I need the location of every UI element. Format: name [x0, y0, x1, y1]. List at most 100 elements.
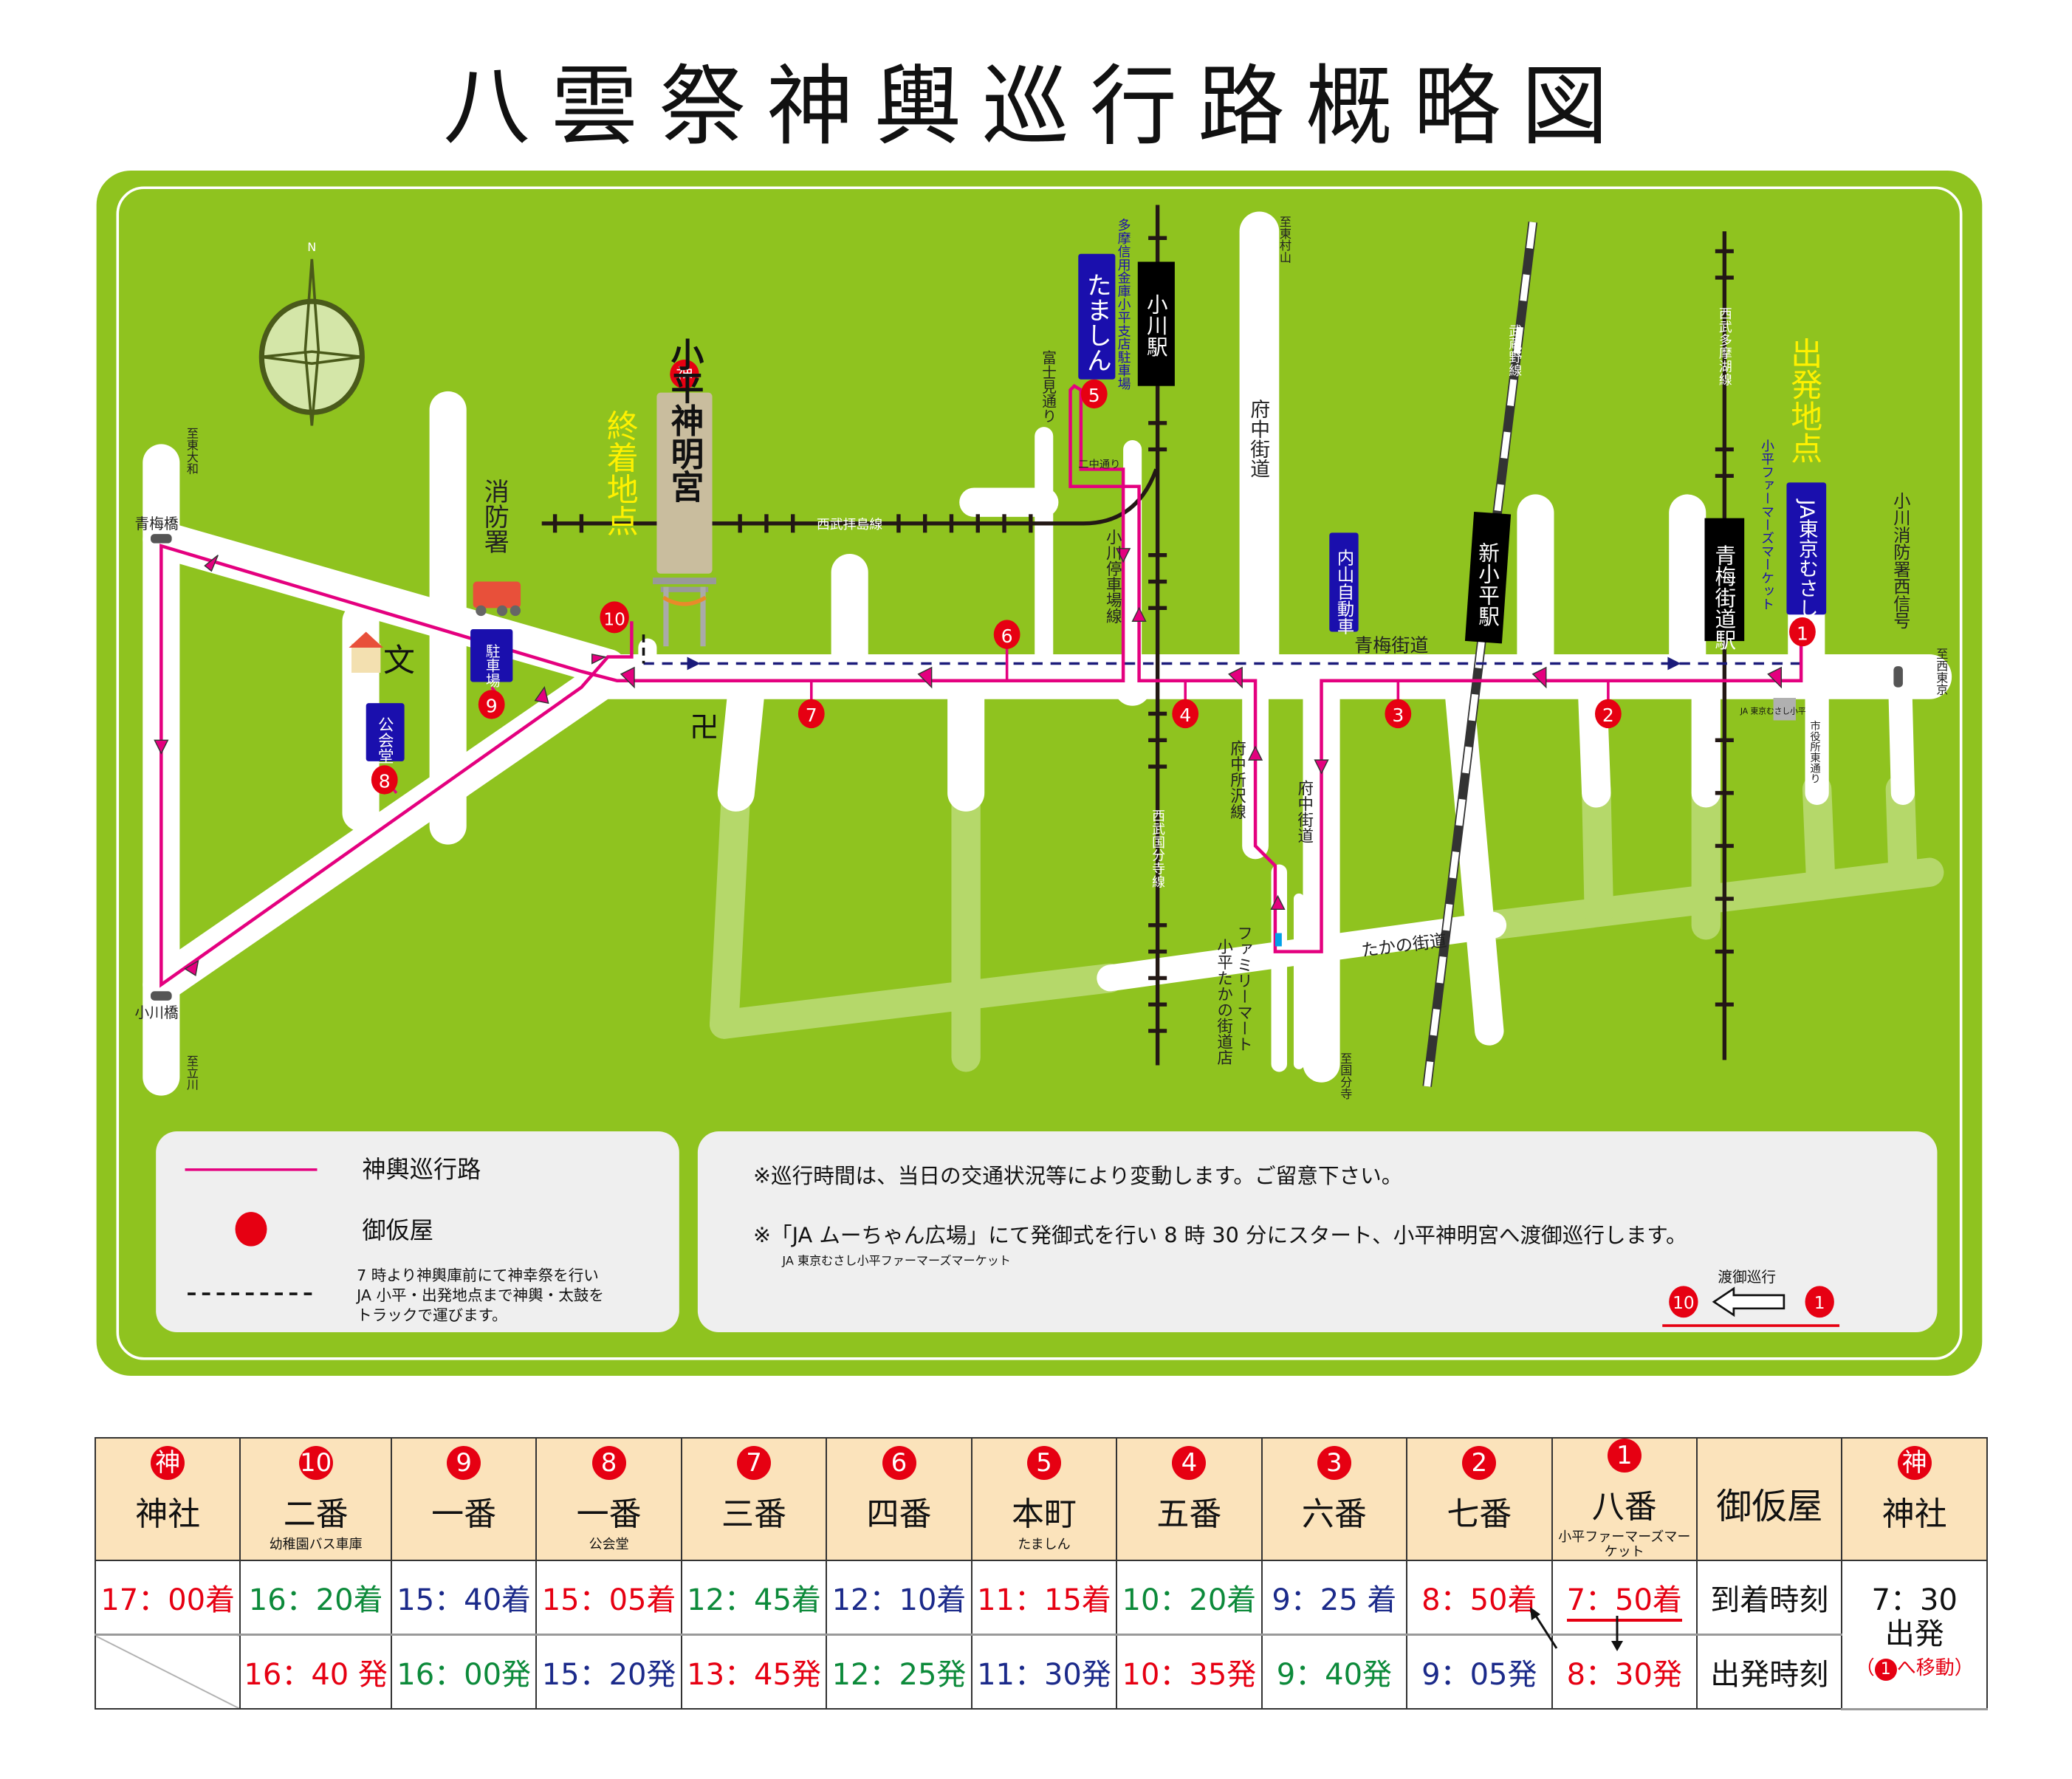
svg-text:5: 5	[1088, 385, 1100, 406]
parking-label[interactable]: 駐車場	[470, 628, 513, 688]
depart-cell: 8：30発	[1551, 1634, 1698, 1710]
svg-text:6: 6	[1001, 625, 1013, 647]
hall-label[interactable]: 公会堂	[366, 703, 405, 764]
arrive-label: 到着時刻	[1695, 1560, 1843, 1636]
arrive-time-underlined: 7：50着	[1566, 1583, 1682, 1622]
svg-text:3: 3	[1392, 705, 1404, 726]
ja-label[interactable]: JA東京むさし	[1786, 482, 1827, 618]
svg-text:至国分寺: 至国分寺	[1338, 1052, 1352, 1100]
stop-5[interactable]: 5	[1080, 379, 1108, 409]
stop-9[interactable]: 9	[478, 690, 505, 719]
tamashin-label[interactable]: たましん	[1078, 253, 1116, 380]
map-labels: 至東大和 至立川 至東村山 至西東京 至国分寺 青梅橋 小川橋 小川消防署西信号…	[135, 216, 1949, 1100]
svg-text:7: 7	[806, 705, 817, 726]
stop-3[interactable]: 3	[1385, 699, 1412, 729]
schedule-depart-row: 16：40 発 16：00発 15：20発 13：45発 12：25発 11：3…	[94, 1634, 1987, 1710]
legend-truck-note: 7 時より神輿庫前にて神幸祭を行い	[357, 1266, 599, 1284]
faded-roads	[709, 774, 1944, 1072]
svg-text:消防署: 消防署	[479, 479, 509, 554]
stop-6[interactable]: 6	[993, 620, 1020, 649]
depart-cell: 11：30発	[970, 1634, 1118, 1710]
musashino-line-stripes	[1424, 222, 1537, 1087]
arrive-cell: 9：25 着	[1260, 1560, 1408, 1636]
arrive-cell: 8：50着	[1406, 1560, 1553, 1636]
arrow-left-icon	[1712, 1286, 1785, 1317]
stop-1[interactable]: 1	[1789, 617, 1816, 647]
svg-text:10: 10	[1673, 1293, 1695, 1313]
note-line-2-sub: JA 東京むさし小平ファーマーズマーケット	[781, 1254, 1010, 1268]
svg-text:富士見通り: 富士見通り	[1040, 350, 1057, 422]
stop-8[interactable]: 8	[371, 765, 398, 795]
arrive-cell: 15：40着	[390, 1560, 538, 1636]
svg-text:小川橋: 小川橋	[135, 1004, 179, 1021]
svg-text:たましん: たましん	[1082, 272, 1111, 373]
arrive-cell: 10：20着	[1116, 1560, 1263, 1636]
svg-text:新小平駅: 新小平駅	[1475, 542, 1500, 627]
legend-truck-note: JA 小平・出発地点まで神輿・太鼓を	[355, 1286, 604, 1304]
svg-text:10: 10	[603, 610, 625, 630]
svg-text:小平ファーマーズマーケット: 小平ファーマーズマーケット	[1759, 439, 1774, 611]
uchiyama-label[interactable]: 内山自動車	[1329, 532, 1359, 635]
schedule-arrive-row: 17：00着 16：20着 15：40着 15：05着 12：45着 12：10…	[94, 1560, 1988, 1710]
svg-text:府中街道: 府中街道	[1295, 780, 1314, 843]
svg-text:青梅街道: 青梅街道	[1354, 634, 1428, 656]
svg-text:至東大和: 至東大和	[185, 427, 199, 474]
svg-text:多摩信用金庫小平支店駐車場: 多摩信用金庫小平支店駐車場	[1116, 218, 1131, 391]
col-header-shrine-end: 神神社	[94, 1437, 241, 1561]
arrive-cell: 12：45着	[680, 1560, 828, 1636]
svg-text:1: 1	[1814, 1293, 1825, 1313]
fire-truck-icon	[473, 581, 521, 617]
svg-text:文: 文	[383, 642, 415, 679]
shrine-name: 小平神明宮	[665, 337, 704, 503]
svg-text:至東村山: 至東村山	[1277, 216, 1291, 263]
stop-2[interactable]: 2	[1594, 699, 1622, 729]
torii-icon	[653, 577, 716, 647]
svg-text:青梅街道駅: 青梅街道駅	[1712, 544, 1737, 650]
col-header-label: 御仮屋	[1695, 1437, 1843, 1561]
school-icon	[349, 631, 383, 673]
svg-text:4: 4	[1179, 705, 1191, 726]
svg-text:府中所沢線: 府中所沢線	[1228, 740, 1246, 820]
shrine-marker[interactable]: 神 小平神明宮	[653, 337, 716, 647]
legend-truck-note: トラックで運びます。	[357, 1306, 507, 1324]
svg-text:2: 2	[1602, 705, 1614, 726]
note-line-2: ※「JA ムーちゃん広場」にて発御式を行い 8 時 30 分にスタート、小平神明…	[753, 1222, 1687, 1247]
svg-text:小平たかの街道店: 小平たかの街道店	[1215, 939, 1233, 1066]
arrive-cell: 12：10着	[826, 1560, 972, 1636]
page-title: 八雲祭神輿巡行路概略図	[442, 55, 1629, 157]
svg-text:駐車場: 駐車場	[483, 644, 500, 688]
station-ogawa[interactable]: 小川駅	[1137, 261, 1175, 386]
arrive-cell: 17：00着	[94, 1560, 241, 1636]
arrive-cell: 11：15着	[970, 1560, 1118, 1636]
compass-icon: N	[258, 240, 365, 426]
truck-arrow	[687, 657, 701, 671]
svg-text:8: 8	[379, 771, 391, 792]
stop-10[interactable]: 10	[600, 601, 629, 634]
shrine-depart-label: 出発	[1884, 1617, 1944, 1652]
col-header-shrine-start: 神神社	[1841, 1437, 1988, 1561]
route-arrows	[154, 548, 1783, 976]
direction-label: 渡御巡行	[1718, 1269, 1776, 1286]
svg-text:小川駅: 小川駅	[1144, 293, 1169, 357]
arrive-cell: 7：50着	[1551, 1560, 1698, 1636]
traffic-signal-icon	[151, 534, 1903, 1001]
station-shin-kodaira[interactable]: 新小平駅	[1464, 511, 1512, 644]
svg-text:西武多摩湖線: 西武多摩湖線	[1717, 306, 1732, 385]
svg-text:二中通り: 二中通り	[1078, 459, 1120, 471]
stop-7[interactable]: 7	[797, 699, 825, 729]
arrive-cell: 15：05着	[535, 1560, 682, 1636]
map-inner-border	[116, 186, 1963, 1360]
stop-4[interactable]: 4	[1172, 699, 1199, 729]
depart-cell: 16：40 発	[239, 1634, 392, 1710]
svg-text:1: 1	[1797, 623, 1808, 644]
svg-text:内山自動車: 内山自動車	[1334, 549, 1354, 635]
station-ome-kaido[interactable]: 青梅街道駅	[1704, 518, 1745, 651]
familymart-icon	[1275, 933, 1282, 947]
map-background	[96, 170, 1983, 1377]
